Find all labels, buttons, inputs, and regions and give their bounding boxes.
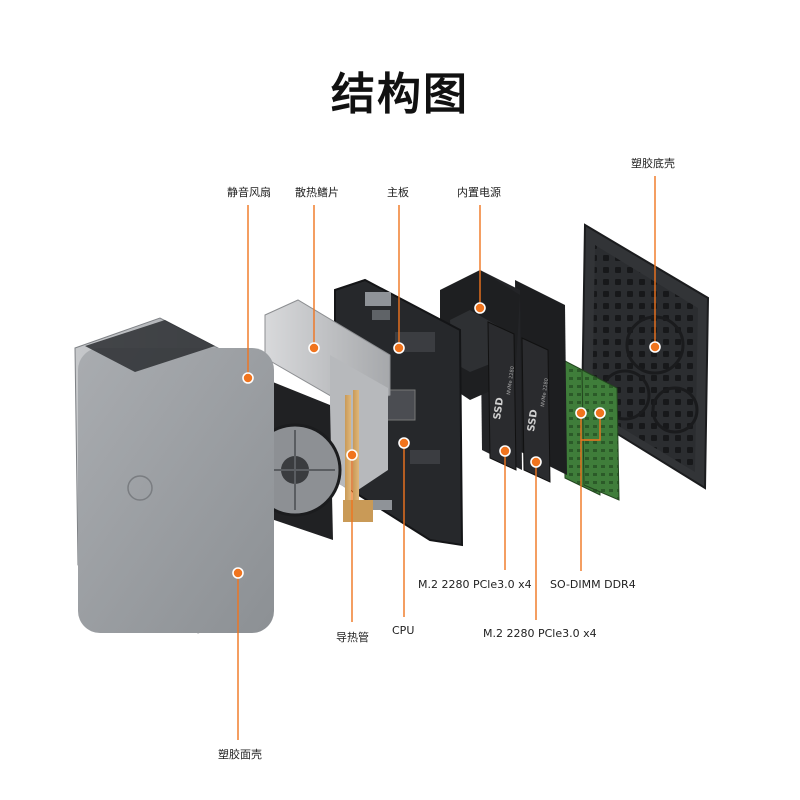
label-heatsink: 散热鳍片 <box>295 186 339 199</box>
mainboard-dot <box>393 342 405 354</box>
heatpipe-dot <box>346 449 358 461</box>
m2b-dot <box>530 456 542 468</box>
label-fan: 静音风扇 <box>227 186 271 199</box>
front-shell-dot <box>232 567 244 579</box>
ssd-b-model: NVMe 2280 <box>540 378 550 407</box>
ssd-b-brand: SSD <box>526 409 540 433</box>
fan-dot <box>242 372 254 384</box>
ssd-a-model: NVMe 2280 <box>506 366 516 395</box>
cpu-dot <box>398 437 410 449</box>
psu-dot <box>474 302 486 314</box>
bottom-shell-dot <box>649 341 661 353</box>
label-front-shell: 塑胶面壳 <box>218 748 262 761</box>
sodimm-branch <box>581 413 601 441</box>
sodimm-dot-b <box>594 407 606 419</box>
page-title: 结构图 <box>331 69 469 120</box>
label-mainboard: 主板 <box>387 186 409 199</box>
label-cpu: CPU <box>392 624 415 637</box>
heatsink-dot <box>308 342 320 354</box>
label-heatpipe: 导热管 <box>336 631 369 644</box>
front-shell <box>74 317 274 634</box>
heat-pipe-a <box>345 395 351 505</box>
front-logo <box>127 475 153 501</box>
label-m2-a: M.2 2280 PCle3.0 x4 <box>418 578 532 591</box>
label-psu: 内置电源 <box>457 186 501 199</box>
ssd-a-brand: SSD <box>492 397 506 421</box>
callout-dots <box>232 302 661 579</box>
callout-lines <box>237 176 656 740</box>
sodimm-dot-a <box>575 407 587 419</box>
label-bottom-shell: 塑胶底壳 <box>631 157 675 170</box>
heatsink <box>264 299 391 522</box>
ssd-sticks: SSD SSD NVMe 2280 NVMe 2280 <box>487 321 551 483</box>
label-sodimm: SO-DIMM DDR4 <box>550 578 636 591</box>
m2a-dot <box>499 445 511 457</box>
heat-pipe-b <box>353 390 359 508</box>
label-m2-b: M.2 2280 PCle3.0 x4 <box>483 627 597 640</box>
